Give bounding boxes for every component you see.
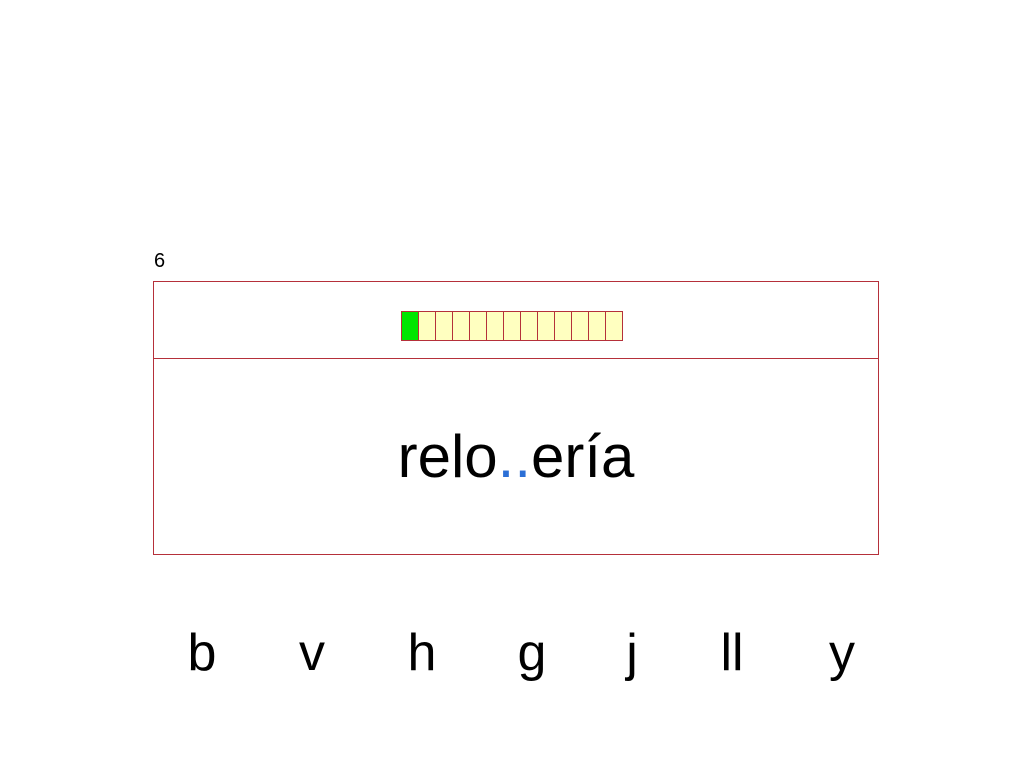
word-prefix: relo xyxy=(397,422,498,490)
exercise-panel: relo..ería xyxy=(153,281,879,555)
letter-choices: b v h g j ll y xyxy=(148,618,908,688)
progress-cell-pending xyxy=(419,311,436,341)
choice-b[interactable]: b xyxy=(187,624,217,682)
progress-cell-pending xyxy=(470,311,487,341)
choice-h[interactable]: h xyxy=(407,624,437,682)
progress-cell-pending xyxy=(538,311,555,341)
choice-y[interactable]: y xyxy=(829,624,855,682)
progress-cell-pending xyxy=(589,311,606,341)
exercise-counter: 6 xyxy=(154,250,166,272)
progress-cell-pending xyxy=(572,311,589,341)
word-suffix: ería xyxy=(531,422,635,490)
progress-cell-pending xyxy=(521,311,538,341)
progress-cell-pending xyxy=(436,311,453,341)
progress-cell-pending xyxy=(555,311,572,341)
progress-cell-pending xyxy=(606,311,623,341)
progress-bar xyxy=(401,311,623,341)
progress-cell-done xyxy=(402,311,419,341)
choice-v[interactable]: v xyxy=(299,624,325,682)
progress-cell-pending xyxy=(487,311,504,341)
target-word: relo..ería xyxy=(154,359,878,554)
progress-cell-pending xyxy=(453,311,470,341)
choice-g[interactable]: g xyxy=(517,624,547,682)
choice-j[interactable]: j xyxy=(626,624,638,682)
choice-ll[interactable]: ll xyxy=(720,624,744,682)
progress-area xyxy=(154,282,878,359)
progress-cell-pending xyxy=(504,311,521,341)
word-gap: .. xyxy=(497,422,531,490)
